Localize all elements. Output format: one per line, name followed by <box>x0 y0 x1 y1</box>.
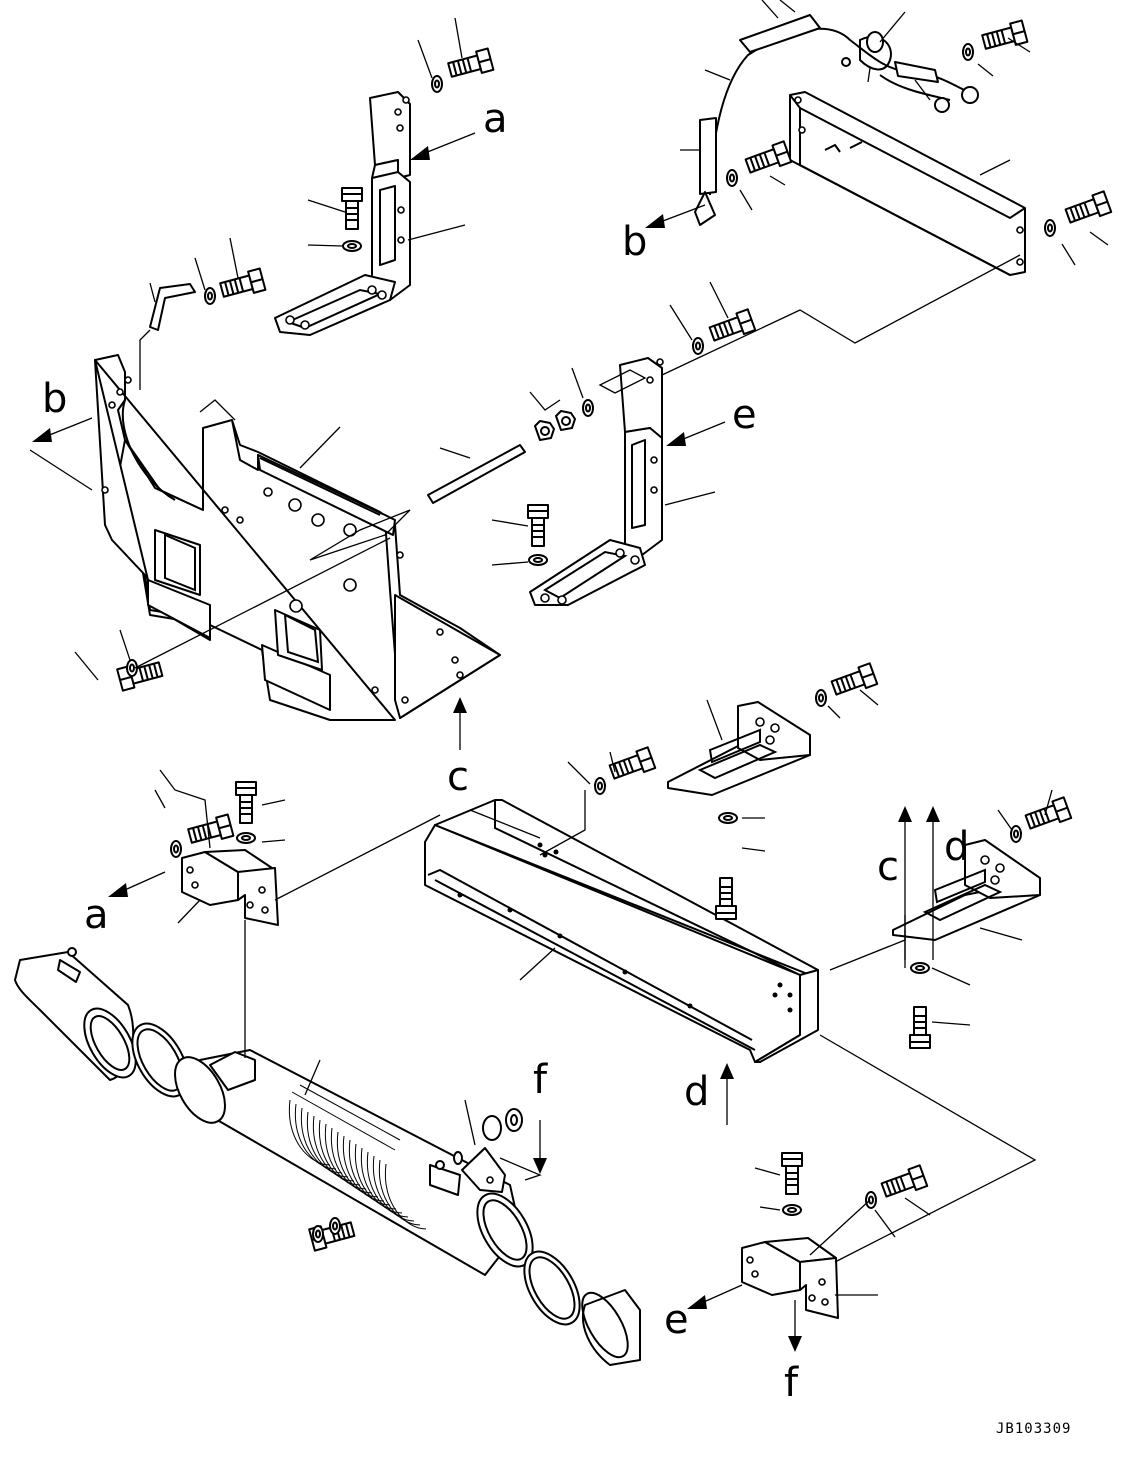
washer-icon <box>528 554 548 566</box>
washer-icon <box>312 1225 324 1243</box>
ref-label-b-right: b <box>622 219 647 265</box>
washer-icon <box>726 169 738 187</box>
hex-bolt-icon <box>715 877 737 920</box>
ref-label-e-bottom: e <box>664 1297 689 1343</box>
ref-label-f-bottom: f <box>784 1360 799 1406</box>
washer-icon <box>594 777 606 795</box>
ref-label-a-top: a <box>483 96 508 142</box>
left-main-frame <box>94 354 501 721</box>
washer-icon <box>692 337 704 355</box>
washer-icon <box>865 1191 877 1209</box>
right-channel-bracket <box>892 839 1041 941</box>
reference-arrows <box>32 132 940 1352</box>
hex-bolt-icon <box>116 657 165 692</box>
drawing-code: JB103309 <box>996 1421 1071 1437</box>
washer-icon <box>718 812 738 824</box>
hex-bolt-icon <box>218 267 267 302</box>
hex-bolt-icon <box>980 19 1029 54</box>
ref-label-c-right: c <box>877 844 899 890</box>
washer-icon <box>582 399 594 417</box>
long-channel <box>424 799 819 1063</box>
hex-bolt-icon <box>186 813 235 848</box>
washer-icon <box>342 240 362 252</box>
washer-icon <box>431 75 443 93</box>
washer-icon <box>782 1204 802 1216</box>
washer-icon <box>1044 219 1056 237</box>
hex-bolt-icon <box>527 504 549 547</box>
wire-harness <box>694 14 979 226</box>
washer-icon <box>204 287 216 305</box>
lower-right-bracket <box>741 1237 839 1319</box>
washer-icon <box>236 832 256 844</box>
rod <box>427 444 526 504</box>
ref-label-e-top: e <box>732 392 757 438</box>
hex-bolt-icon <box>909 1006 931 1049</box>
hex-bolt-icon <box>879 1164 929 1202</box>
hex-bolt-icon <box>1023 796 1073 834</box>
washer-icon <box>962 43 974 61</box>
ref-label-a-bottom: a <box>84 892 109 938</box>
washer-icon <box>1010 825 1022 843</box>
ref-label-b-left: b <box>42 376 67 422</box>
washer-icon <box>910 962 930 974</box>
upper-right-plate <box>789 91 1026 276</box>
hex-bolt-icon <box>607 746 657 784</box>
washer-icon <box>170 840 182 858</box>
exhaust-pipe <box>14 947 641 1366</box>
hex-bolt-icon <box>235 781 257 824</box>
upper-channel-bracket <box>667 701 811 796</box>
hex-bolt-icon <box>781 1152 803 1195</box>
washer-icon <box>329 1217 341 1235</box>
hex-bolt-icon <box>1063 190 1113 228</box>
ref-label-c-left: c <box>447 754 469 800</box>
ref-label-d-right: d <box>944 824 969 870</box>
hex-bolt-icon <box>743 140 793 178</box>
upper-left-bracket <box>274 91 411 336</box>
pipe-support-bracket <box>453 1108 523 1193</box>
center-bracket <box>529 357 664 606</box>
washer-icon <box>815 689 827 707</box>
ref-label-f-pipe: f <box>533 1057 548 1103</box>
ref-label-d-bottom: d <box>684 1069 709 1115</box>
lower-left-bracket <box>181 849 279 926</box>
hex-bolt-icon <box>446 47 495 82</box>
hex-bolt-icon <box>829 662 879 700</box>
nut-icon <box>534 420 555 441</box>
hex-bolt-icon <box>341 187 363 230</box>
hex-bolt-icon <box>707 308 757 346</box>
nut-icon <box>555 410 576 431</box>
small-clip <box>149 283 196 331</box>
